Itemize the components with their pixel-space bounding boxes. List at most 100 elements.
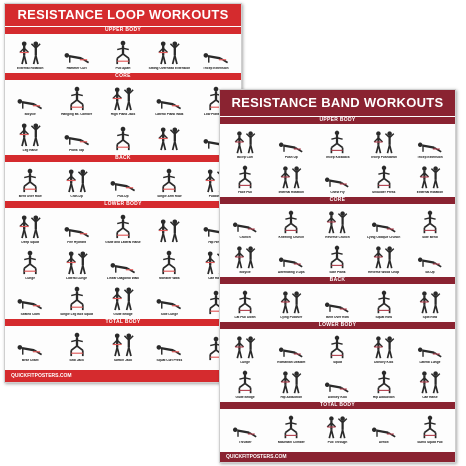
exercise-item: Chest Fly bbox=[315, 161, 359, 195]
exercise-label: Sumo Squat Pull bbox=[417, 441, 443, 445]
exercise-figure-icon bbox=[112, 87, 134, 111]
exercise-figure-icon bbox=[19, 215, 41, 239]
exercise-figure-icon bbox=[156, 299, 182, 310]
exercise-figure bbox=[362, 243, 406, 271]
exercise-item: Hip Abduction bbox=[269, 366, 313, 400]
exercise-figure-icon bbox=[156, 99, 182, 110]
exercise-item: Romanian Deadlift bbox=[269, 331, 313, 365]
exercise-item: Lunge bbox=[223, 331, 267, 365]
exercise-figure bbox=[54, 212, 98, 241]
exercise-item: Bicycle bbox=[223, 241, 267, 275]
exercise-label: Lateral Lunge bbox=[66, 277, 88, 281]
exercise-figure-icon bbox=[116, 214, 130, 239]
exercise-figure bbox=[223, 413, 267, 441]
exercise-label: Squat bbox=[333, 361, 342, 365]
exercise-label: Pull Apart bbox=[115, 67, 131, 71]
section-title: UPPER BODY bbox=[5, 27, 241, 34]
band-poster-footer: QUICKFITPOSTERS.COM bbox=[220, 452, 455, 462]
exercise-figure bbox=[362, 288, 406, 316]
exercise-label: Chest Fly bbox=[330, 191, 345, 195]
exercise-label: Leg Raise bbox=[22, 149, 38, 153]
exercise-figure bbox=[315, 243, 359, 271]
exercise-label: Internal Rotation bbox=[278, 191, 304, 195]
exercise-item: Hip Adduction bbox=[362, 366, 406, 400]
exercise-item: Alternating V-Ups bbox=[269, 241, 313, 275]
exercise-figure bbox=[408, 368, 452, 396]
exercise-label: Bent Over Row bbox=[326, 316, 349, 320]
exercise-label: Chin-Up bbox=[70, 195, 83, 199]
exercise-item: Lateral Lunge bbox=[54, 246, 98, 281]
exercise-item: Tricep Kickback bbox=[315, 126, 359, 160]
exercise-figure bbox=[147, 330, 191, 359]
exercise-label: Sit-Up bbox=[425, 271, 435, 275]
exercise-label: Monster Walk bbox=[159, 277, 180, 281]
section-title: UPPER BODY bbox=[220, 117, 455, 124]
exercise-figure-icon bbox=[69, 286, 84, 311]
exercise-item: Calf Raise bbox=[408, 366, 452, 400]
exercise-item: Split Row bbox=[408, 286, 452, 320]
exercise-figure bbox=[315, 208, 359, 236]
exercise-figure bbox=[223, 288, 267, 316]
exercise-label: Hammer Curl bbox=[66, 67, 87, 71]
exercise-figure bbox=[362, 413, 406, 441]
exercise-label: Side Plank bbox=[329, 271, 346, 275]
exercise-item: Seated Clam bbox=[8, 282, 52, 317]
exercise-label: Donkey Kick bbox=[327, 396, 348, 400]
exercise-figure-icon bbox=[110, 263, 136, 274]
exercise-item: Side Plank bbox=[315, 241, 359, 275]
exercise-figure bbox=[269, 163, 313, 191]
exercise-item: Tricep Extension bbox=[408, 126, 452, 160]
exercise-label: Seated Clam bbox=[20, 313, 40, 317]
exercise-label: Kneeling Crunch bbox=[278, 236, 305, 240]
exercise-label: Push Up bbox=[284, 156, 298, 160]
exercise-figure-icon bbox=[156, 345, 182, 356]
exercise-item: Face Pull bbox=[223, 161, 267, 195]
exercise-figure bbox=[408, 333, 452, 361]
section-title: BACK bbox=[5, 155, 241, 162]
exercise-label: Face Pull bbox=[238, 191, 253, 195]
exercise-figure bbox=[269, 413, 313, 441]
exercise-label: Hip Hinge bbox=[208, 241, 224, 245]
exercise-label: Reverse Wood Chop bbox=[368, 271, 400, 275]
exercise-figure-icon bbox=[373, 336, 394, 359]
exercise-item: Internal Rotation bbox=[269, 161, 313, 195]
exercise-label: Bent Over Row bbox=[18, 195, 42, 199]
exercise-figure-icon bbox=[23, 250, 37, 275]
exercise-figure-icon bbox=[69, 86, 84, 111]
exercise-figure bbox=[408, 163, 452, 191]
exercise-figure bbox=[408, 243, 452, 271]
exercise-figure-icon bbox=[419, 371, 441, 394]
exercise-item: Squat bbox=[315, 331, 359, 365]
exercise-figure-icon bbox=[116, 40, 130, 65]
exercise-figure-icon bbox=[423, 415, 437, 439]
exercise-item bbox=[147, 210, 191, 245]
exercise-label: Plank Tap bbox=[69, 149, 84, 153]
exercise-label: Split Row bbox=[422, 316, 438, 320]
exercise-figure-icon bbox=[65, 169, 88, 193]
exercise-item: Seal Jack bbox=[54, 328, 98, 363]
exercise-figure bbox=[223, 243, 267, 271]
exercise-figure-icon bbox=[116, 126, 130, 151]
exercise-figure bbox=[54, 38, 98, 67]
exercise-figure bbox=[147, 38, 191, 67]
exercise-figure-icon bbox=[17, 299, 43, 310]
exercise-item: Glute Bridge bbox=[101, 282, 145, 317]
exercise-figure bbox=[54, 284, 98, 313]
exercise-label: Tricep Extension bbox=[203, 67, 229, 71]
exercise-item: Deep Squat bbox=[8, 210, 52, 245]
exercise-label: Calf Raise bbox=[422, 396, 438, 400]
exercise-label: Pull Through bbox=[327, 441, 348, 445]
exercise-figure-icon bbox=[112, 287, 134, 311]
exercise-figure bbox=[54, 120, 98, 149]
exercise-item: Pull Through bbox=[315, 411, 359, 445]
exercise-label: Donkey Kick bbox=[374, 361, 394, 365]
exercise-figure-icon bbox=[69, 332, 84, 357]
exercise-figure-icon bbox=[377, 370, 391, 394]
exercise-figure bbox=[147, 84, 191, 113]
exercise-item: Bicycle bbox=[8, 82, 52, 117]
exercise-label: Lying Pullover bbox=[280, 316, 303, 320]
exercise-figure-icon bbox=[238, 370, 252, 394]
